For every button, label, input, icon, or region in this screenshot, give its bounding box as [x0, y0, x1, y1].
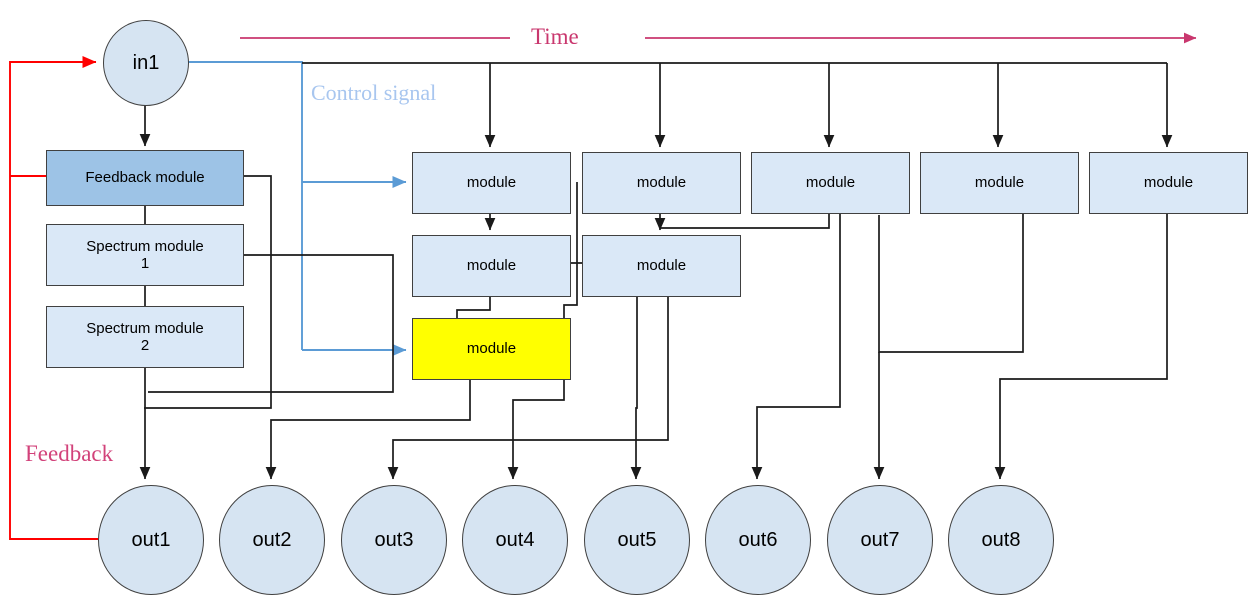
wire-c3r1-to-out6: [751, 212, 841, 480]
feedback-label: Feedback: [25, 441, 114, 466]
wire-c4r1-left-jog: [878, 214, 1024, 353]
control-signal-label: Control signal: [311, 80, 437, 105]
wire-c1r2-to-out3: [387, 262, 669, 480]
wire-feedback-module-right-tap: [144, 175, 272, 409]
wire-c1r2-to-yellow: [456, 295, 491, 318]
wire-yellow-to-out2: [265, 378, 471, 480]
feedback-loop-out1-to-in1: [9, 55, 98, 540]
wire-c3r1-to-c2r2: [660, 212, 830, 229]
wire-spectrum1-right-tap: [148, 254, 394, 393]
signal-wires: [139, 62, 1173, 480]
control-signal-wires: [187, 61, 407, 357]
time-label: Time: [531, 24, 579, 49]
wire-c5r1-to-out8: [994, 212, 1168, 480]
feedback-wires: [9, 55, 98, 540]
wire-c2r1-to-out4: [507, 182, 578, 480]
control-trunk: [187, 61, 303, 350]
wire-c2r2-to-out5: [630, 295, 642, 480]
